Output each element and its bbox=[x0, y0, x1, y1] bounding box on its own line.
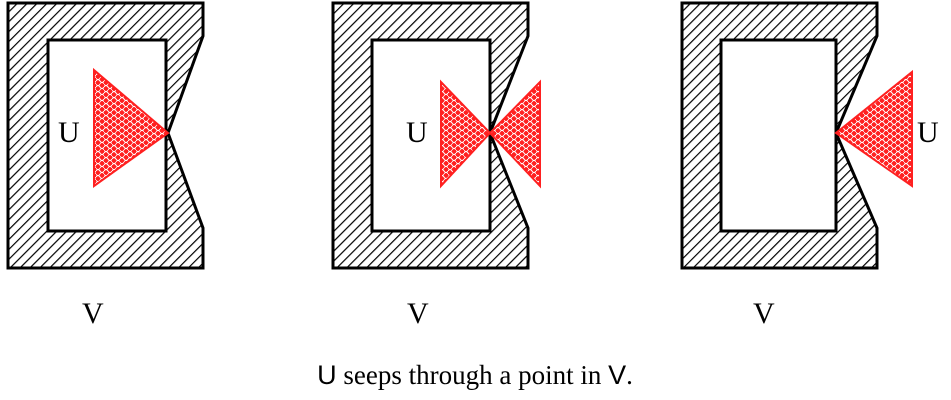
panel-2: U V bbox=[331, 1, 541, 330]
panel-1: U V bbox=[6, 1, 205, 330]
caption-u: U bbox=[317, 360, 337, 390]
caption-v: V bbox=[608, 360, 626, 390]
set-label-u-3: U bbox=[917, 116, 939, 149]
region-label-v-1: V bbox=[82, 297, 104, 330]
figure-caption: U seeps through a point in V. bbox=[317, 360, 633, 390]
seep-set-u-2-right bbox=[488, 79, 541, 189]
set-label-u-1: U bbox=[58, 116, 80, 149]
region-label-v-3: V bbox=[753, 297, 775, 330]
caption-period: . bbox=[626, 360, 633, 390]
panel-3: U V bbox=[680, 1, 939, 330]
region-v-1 bbox=[6, 1, 205, 270]
set-label-u-2: U bbox=[406, 116, 428, 149]
region-label-v-2: V bbox=[407, 297, 429, 330]
region-v-2 bbox=[331, 1, 530, 270]
seep-set-u-2-left bbox=[440, 79, 492, 189]
region-v-3 bbox=[680, 1, 879, 270]
seep-set-u-3 bbox=[834, 69, 913, 188]
seep-set-u-1 bbox=[93, 67, 170, 188]
caption-middle: seeps through a point in bbox=[337, 360, 608, 390]
